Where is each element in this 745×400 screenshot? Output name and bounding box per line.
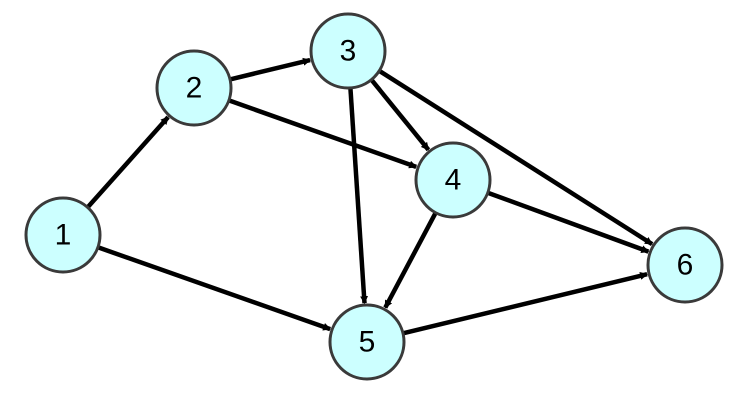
node-3: 3 bbox=[309, 12, 387, 90]
edge-1-to-2 bbox=[85, 115, 170, 209]
node-circle bbox=[309, 12, 387, 90]
edge-1-to-5 bbox=[97, 245, 332, 332]
node-label: 2 bbox=[186, 72, 203, 105]
node-label: 4 bbox=[445, 164, 462, 197]
edge-5-to-6 bbox=[402, 271, 649, 336]
nodes-layer: 1 2 3 4 5 6 bbox=[24, 12, 724, 381]
node-circle bbox=[24, 196, 102, 274]
node-2: 2 bbox=[155, 49, 233, 127]
edge-2-to-3 bbox=[229, 57, 312, 82]
node-6: 6 bbox=[646, 226, 724, 304]
edge-3-to-6 bbox=[377, 68, 654, 246]
edge-2-to-4 bbox=[228, 98, 418, 170]
node-circle bbox=[328, 303, 406, 381]
edge-4-to-5 bbox=[383, 211, 438, 309]
node-1: 1 bbox=[24, 196, 102, 274]
node-circle bbox=[646, 226, 724, 304]
edge-3-to-4 bbox=[369, 78, 431, 152]
node-5: 5 bbox=[328, 303, 406, 381]
node-circle bbox=[414, 141, 492, 219]
node-4: 4 bbox=[414, 141, 492, 219]
node-label: 3 bbox=[340, 35, 357, 68]
node-circle bbox=[155, 49, 233, 127]
node-label: 6 bbox=[677, 249, 694, 282]
edge-3-to-5 bbox=[348, 87, 369, 305]
edges-layer bbox=[85, 57, 654, 336]
node-label: 5 bbox=[359, 326, 376, 359]
node-label: 1 bbox=[55, 219, 72, 252]
edge-4-to-6 bbox=[486, 190, 650, 254]
